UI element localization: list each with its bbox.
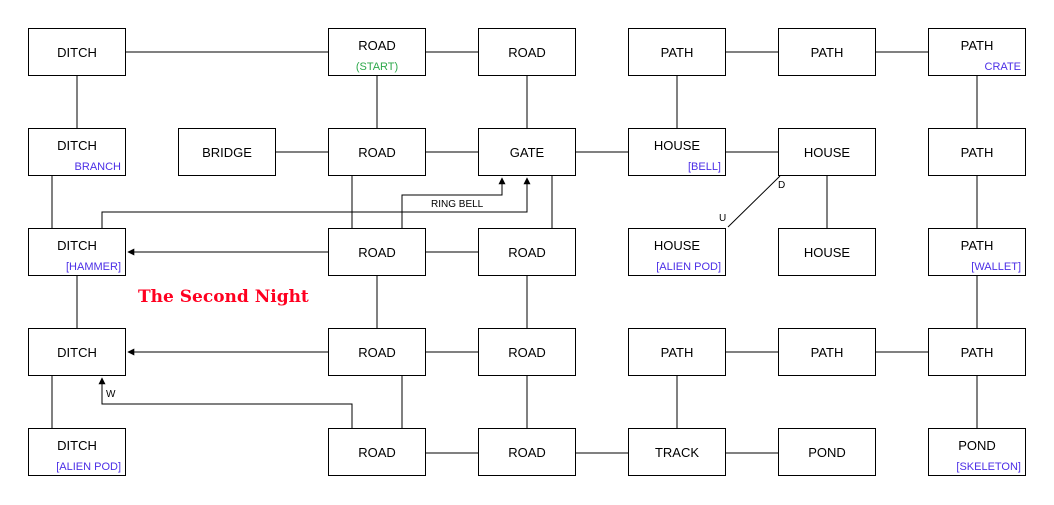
room-label: HOUSE [653, 238, 701, 253]
room-item: [BELL] [687, 161, 721, 173]
room-item: CRATE [984, 61, 1021, 73]
room-label: DITCH [57, 345, 97, 360]
room-label: ROAD [508, 245, 546, 260]
room-path: PATH [778, 28, 876, 76]
down-label: D [778, 180, 786, 191]
room-path-crate: PATH CRATE [928, 28, 1026, 76]
room-gate: GATE [478, 128, 576, 176]
room-pond: POND [778, 428, 876, 476]
room-label: BRIDGE [202, 145, 252, 160]
room-road: ROAD [328, 328, 426, 376]
room-house-alien-pod: HOUSE [ALIEN POD] [628, 228, 726, 276]
room-label: ROAD [358, 38, 396, 53]
room-label: GATE [509, 145, 545, 160]
room-ditch-alien-pod: DITCH [ALIEN POD] [28, 428, 126, 476]
room-pond-skeleton: POND [SKELETON] [928, 428, 1026, 476]
room-label: DITCH [57, 238, 97, 253]
room-road-start: ROAD (START) [328, 28, 426, 76]
arrow-west-to-ditch [98, 377, 353, 428]
room-path-wallet: PATH [WALLET] [928, 228, 1026, 276]
room-house: HOUSE [778, 228, 876, 276]
room-ditch: DITCH [28, 28, 126, 76]
room-label: POND [808, 445, 846, 460]
room-road: ROAD [478, 228, 576, 276]
room-label: ROAD [508, 445, 546, 460]
room-label: PATH [810, 345, 844, 360]
room-label: HOUSE [803, 245, 851, 260]
room-path: PATH [928, 328, 1026, 376]
room-label: ROAD [508, 345, 546, 360]
room-label: TRACK [654, 445, 700, 460]
room-label: PATH [960, 238, 994, 253]
room-ditch-hammer: DITCH [HAMMER] [28, 228, 126, 276]
room-item: [HAMMER] [66, 261, 121, 273]
room-item: [SKELETON] [956, 461, 1021, 473]
room-ditch: DITCH [28, 328, 126, 376]
room-label: ROAD [358, 345, 396, 360]
room-house-bell: HOUSE [BELL] [628, 128, 726, 176]
room-road: ROAD [328, 428, 426, 476]
room-path: PATH [778, 328, 876, 376]
room-label: PATH [660, 345, 694, 360]
room-ditch-branch: DITCH BRANCH [28, 128, 126, 176]
ring-bell-label: RING BELL [431, 199, 484, 210]
room-path: PATH [628, 28, 726, 76]
room-label: PATH [660, 45, 694, 60]
room-bridge: BRIDGE [178, 128, 276, 176]
room-label: ROAD [358, 445, 396, 460]
up-label: U [719, 213, 727, 224]
room-label: PATH [960, 145, 994, 160]
room-item: [WALLET] [971, 261, 1021, 273]
room-road: ROAD [478, 328, 576, 376]
room-path: PATH [928, 128, 1026, 176]
arrow-ring-bell-to-gate [401, 177, 506, 228]
room-house: HOUSE [778, 128, 876, 176]
west-label: W [106, 389, 116, 400]
room-label: DITCH [57, 138, 97, 153]
room-label: HOUSE [803, 145, 851, 160]
room-road: ROAD [478, 428, 576, 476]
room-item: [ALIEN POD] [656, 261, 721, 273]
room-label: HOUSE [653, 138, 701, 153]
map-title: The Second Night [138, 287, 309, 307]
room-road: ROAD [328, 228, 426, 276]
room-item: BRANCH [74, 161, 121, 173]
room-item: [ALIEN POD] [56, 461, 121, 473]
start-marker: (START) [355, 61, 399, 73]
edge-up-down [727, 175, 781, 228]
room-label: PATH [810, 45, 844, 60]
room-label: PATH [960, 38, 994, 53]
room-label: DITCH [57, 45, 97, 60]
room-track: TRACK [628, 428, 726, 476]
room-label: ROAD [358, 145, 396, 160]
room-path: PATH [628, 328, 726, 376]
room-road: ROAD [328, 128, 426, 176]
room-label: ROAD [508, 45, 546, 60]
room-label: PATH [960, 345, 994, 360]
room-road: ROAD [478, 28, 576, 76]
room-label: DITCH [57, 438, 97, 453]
room-label: ROAD [358, 245, 396, 260]
room-label: POND [958, 438, 996, 453]
arrow-ditch-to-gate [101, 177, 531, 228]
